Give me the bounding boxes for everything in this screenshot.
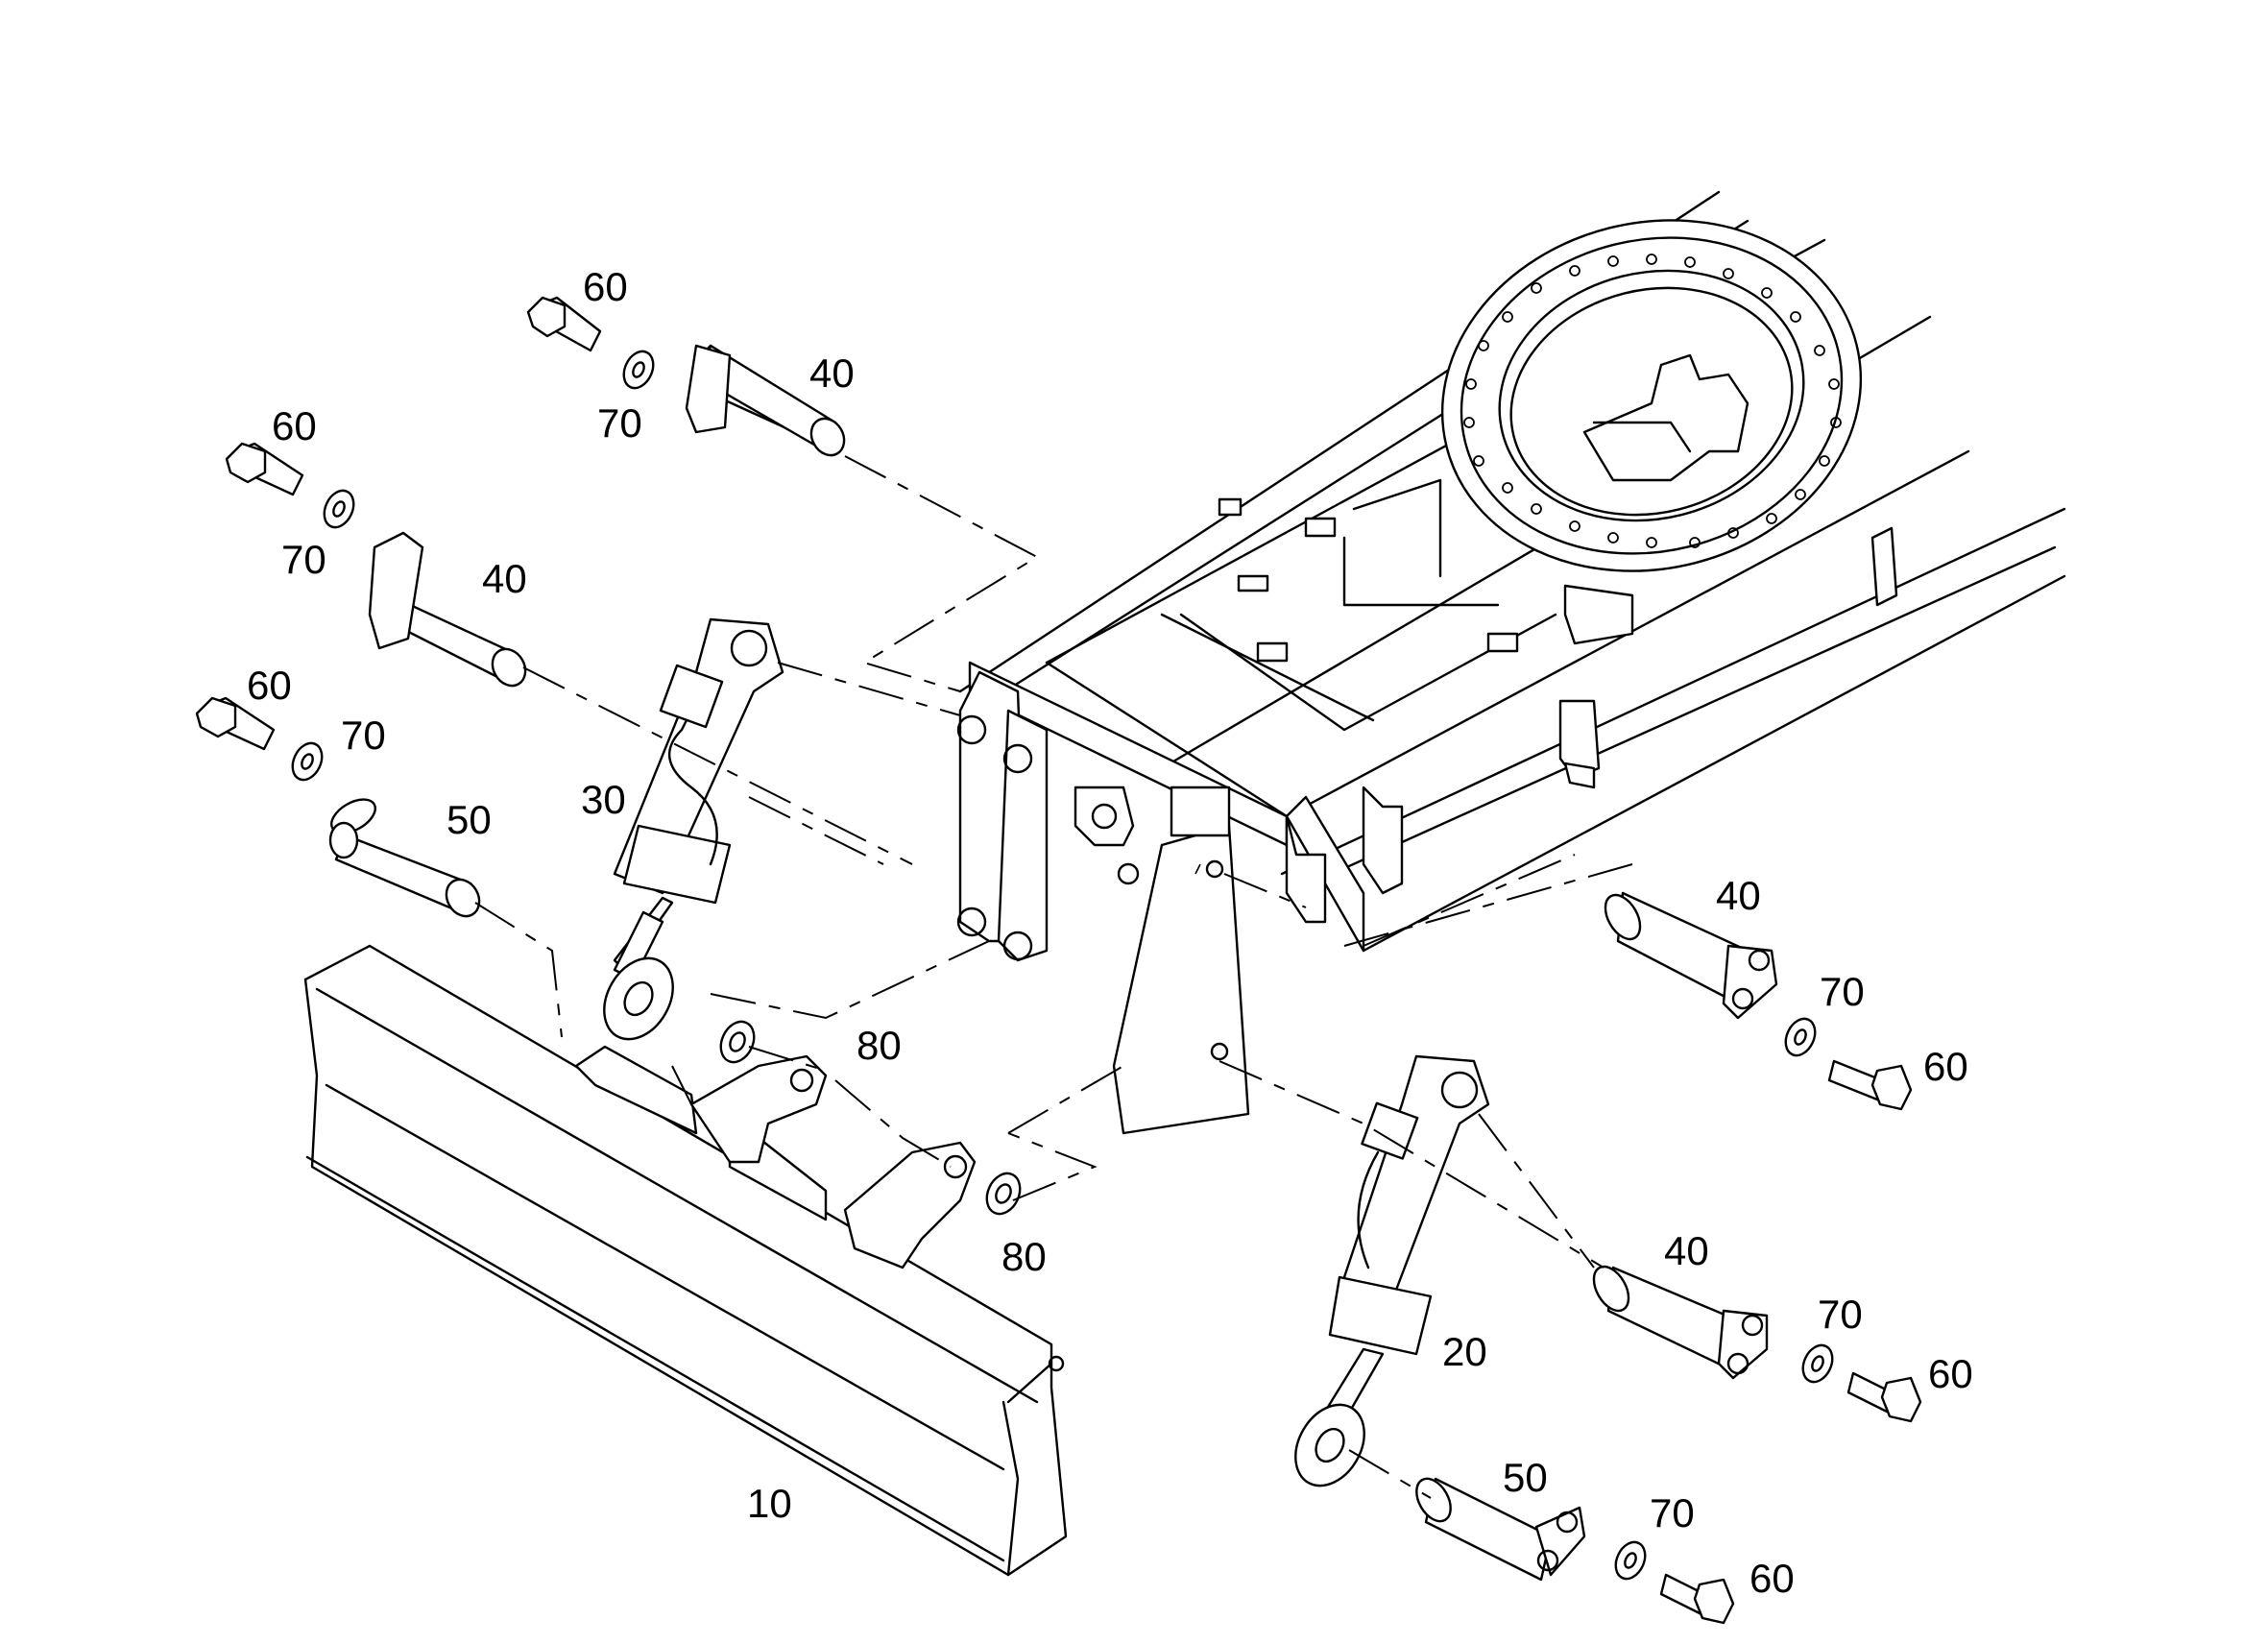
hydraulic-cylinder-right (1294, 1054, 1490, 1487)
callout-labels: 10 20 30 40 40 40 40 50 50 60 60 60 60 6… (247, 264, 1973, 1601)
spacers-80 (719, 1020, 1022, 1216)
callout-pin-lower-right: 50 (1503, 1455, 1548, 1500)
callout-washer-4: 70 (1820, 969, 1865, 1014)
callout-washer-1: 70 (597, 400, 642, 446)
bolt-60-2 (225, 442, 304, 496)
callout-bolt-1: 60 (583, 264, 628, 309)
callout-washer-5: 70 (1818, 1292, 1863, 1337)
hydraulic-cylinder-left (603, 617, 784, 1041)
bolt-60-3 (195, 696, 276, 751)
pin-40-upper-left (368, 531, 527, 688)
bolt-60-5 (1846, 1371, 1922, 1423)
pin-40-right-upper (1604, 891, 1778, 1020)
bolt-60-1 (526, 296, 602, 352)
callout-spacer-lower: 80 (1001, 1234, 1047, 1279)
assembly-centerlines (474, 455, 1633, 1499)
callout-blade: 10 (747, 1481, 792, 1526)
pin-50-lower-right (1415, 1477, 1586, 1582)
callout-cylinder-left: 30 (581, 777, 626, 822)
slewing-ring (1440, 219, 1863, 572)
callout-bolt-5: 60 (1928, 1351, 1973, 1396)
callout-bolt-2: 60 (272, 403, 317, 448)
callout-pin-right-upper: 40 (1716, 873, 1761, 918)
callout-bolt-4: 60 (1923, 1044, 1968, 1089)
callout-bolt-6: 60 (1749, 1556, 1795, 1601)
callout-washer-6: 70 (1650, 1490, 1695, 1535)
bolt-60-6 (1659, 1573, 1735, 1625)
pin-40-right-lower (1592, 1265, 1769, 1380)
pin-50-lower-left (328, 798, 481, 918)
callout-pin-lower-left: 50 (446, 797, 492, 842)
callout-pin-upper-left: 40 (482, 556, 527, 601)
pin-40-top (685, 344, 846, 457)
callout-pin-upper: 40 (809, 351, 855, 396)
callout-washer-3: 70 (341, 713, 386, 758)
callout-spacer-upper: 80 (857, 1023, 902, 1068)
callout-washer-2: 70 (281, 537, 326, 582)
dozer-blade (303, 944, 1068, 1577)
washers-70 (291, 350, 1834, 1581)
bolt-60-4 (1827, 1059, 1913, 1111)
callout-pin-right-lower: 40 (1664, 1228, 1709, 1273)
callout-bolt-3: 60 (247, 663, 292, 708)
undercarriage-frame (956, 190, 2066, 1135)
callout-cylinder-right: 20 (1442, 1329, 1487, 1374)
